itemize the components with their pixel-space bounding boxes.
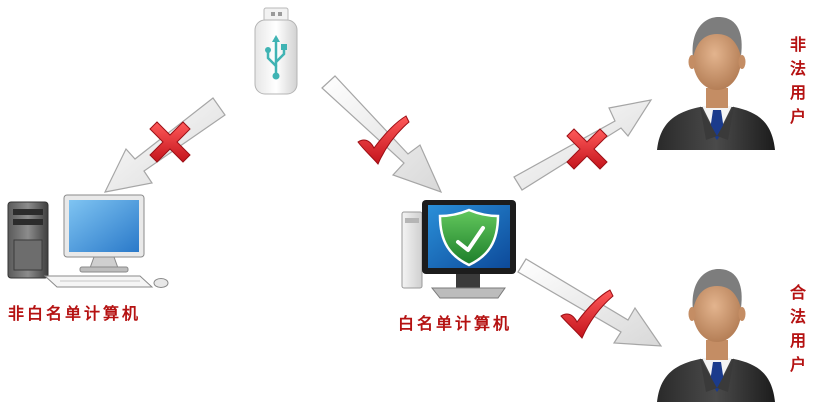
cross-mark-icon <box>149 121 191 163</box>
check-mark-icon <box>560 289 614 339</box>
illegal-user-label: 非法用户 <box>787 36 806 132</box>
monitor-shield-icon <box>401 200 516 299</box>
check-mark-icon <box>357 115 410 165</box>
non-whitelist-computer-label: 非白名单计算机 <box>8 304 142 323</box>
desktop-computer-icon <box>7 194 169 288</box>
whitelist-computer-label: 白名单计算机 <box>398 314 513 333</box>
arrow-whitelist-to-legal-user <box>517 258 663 347</box>
cross-mark-icon <box>566 128 608 170</box>
arrow-usb-to-whitelist <box>321 75 443 194</box>
business-user-icon <box>657 268 775 402</box>
usb-drive-icon <box>254 7 298 95</box>
business-user-icon <box>657 16 775 150</box>
legal-user-label: 合法用户 <box>787 284 806 380</box>
